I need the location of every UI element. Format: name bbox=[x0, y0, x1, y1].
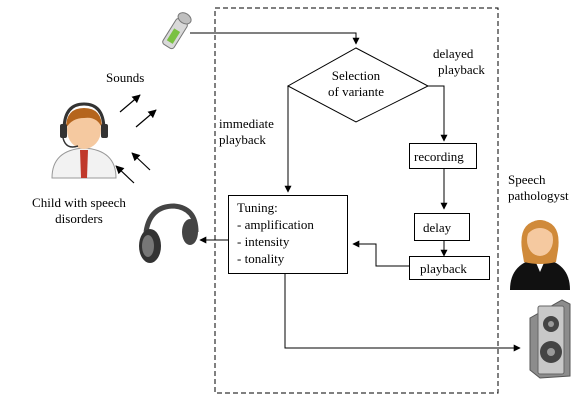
sounds-label: Sounds bbox=[106, 70, 145, 85]
child-label-line1: Child with speech bbox=[32, 195, 126, 210]
pathologist-avatar-icon bbox=[510, 220, 570, 290]
arrow-playback-to-tuning bbox=[352, 240, 409, 267]
decision-label-line1: Selection bbox=[331, 68, 381, 83]
sound-arrow-1 bbox=[119, 94, 141, 113]
arrow-tuning-to-speaker bbox=[284, 274, 521, 352]
microphone-icon bbox=[162, 12, 192, 50]
arrow-mic-to-selection bbox=[190, 32, 360, 45]
headphones-icon bbox=[139, 203, 199, 263]
delayed-label-line2: playback bbox=[438, 62, 485, 77]
speaker-icon bbox=[529, 299, 571, 379]
playback-label: playback bbox=[420, 261, 467, 276]
immediate-label-line1: immediate bbox=[219, 116, 274, 131]
tuning-title: Tuning: bbox=[237, 200, 278, 215]
arrow-delayed-playback bbox=[428, 85, 448, 142]
immediate-label-line2: playback bbox=[219, 132, 266, 147]
playback-box: playback bbox=[409, 256, 490, 280]
delay-box: delay bbox=[414, 213, 470, 241]
sound-arrow-4 bbox=[131, 152, 151, 171]
pathologist-label-line1: Speech bbox=[508, 172, 546, 187]
recording-box: recording bbox=[409, 143, 477, 169]
decision-label-line2: of variante bbox=[328, 84, 384, 99]
sound-arrow-2 bbox=[135, 109, 157, 128]
recording-label: recording bbox=[414, 149, 464, 164]
child-label-line2: disorders bbox=[55, 211, 103, 226]
tuning-box: Tuning: - amplification - intensity - to… bbox=[228, 195, 348, 274]
child-with-headset-icon bbox=[51, 102, 117, 179]
delay-label: delay bbox=[423, 220, 452, 235]
sound-arrow-3 bbox=[115, 165, 135, 184]
pathologist-label-line2: pathologyst bbox=[508, 188, 569, 203]
delayed-label-line1: delayed bbox=[433, 46, 474, 61]
tuning-item-tonality: - tonality bbox=[237, 251, 285, 266]
system-boundary bbox=[214, 7, 499, 394]
selection-diamond bbox=[286, 47, 430, 123]
tuning-item-intensity: - intensity bbox=[237, 234, 290, 249]
tuning-item-amplification: - amplification bbox=[237, 217, 314, 232]
